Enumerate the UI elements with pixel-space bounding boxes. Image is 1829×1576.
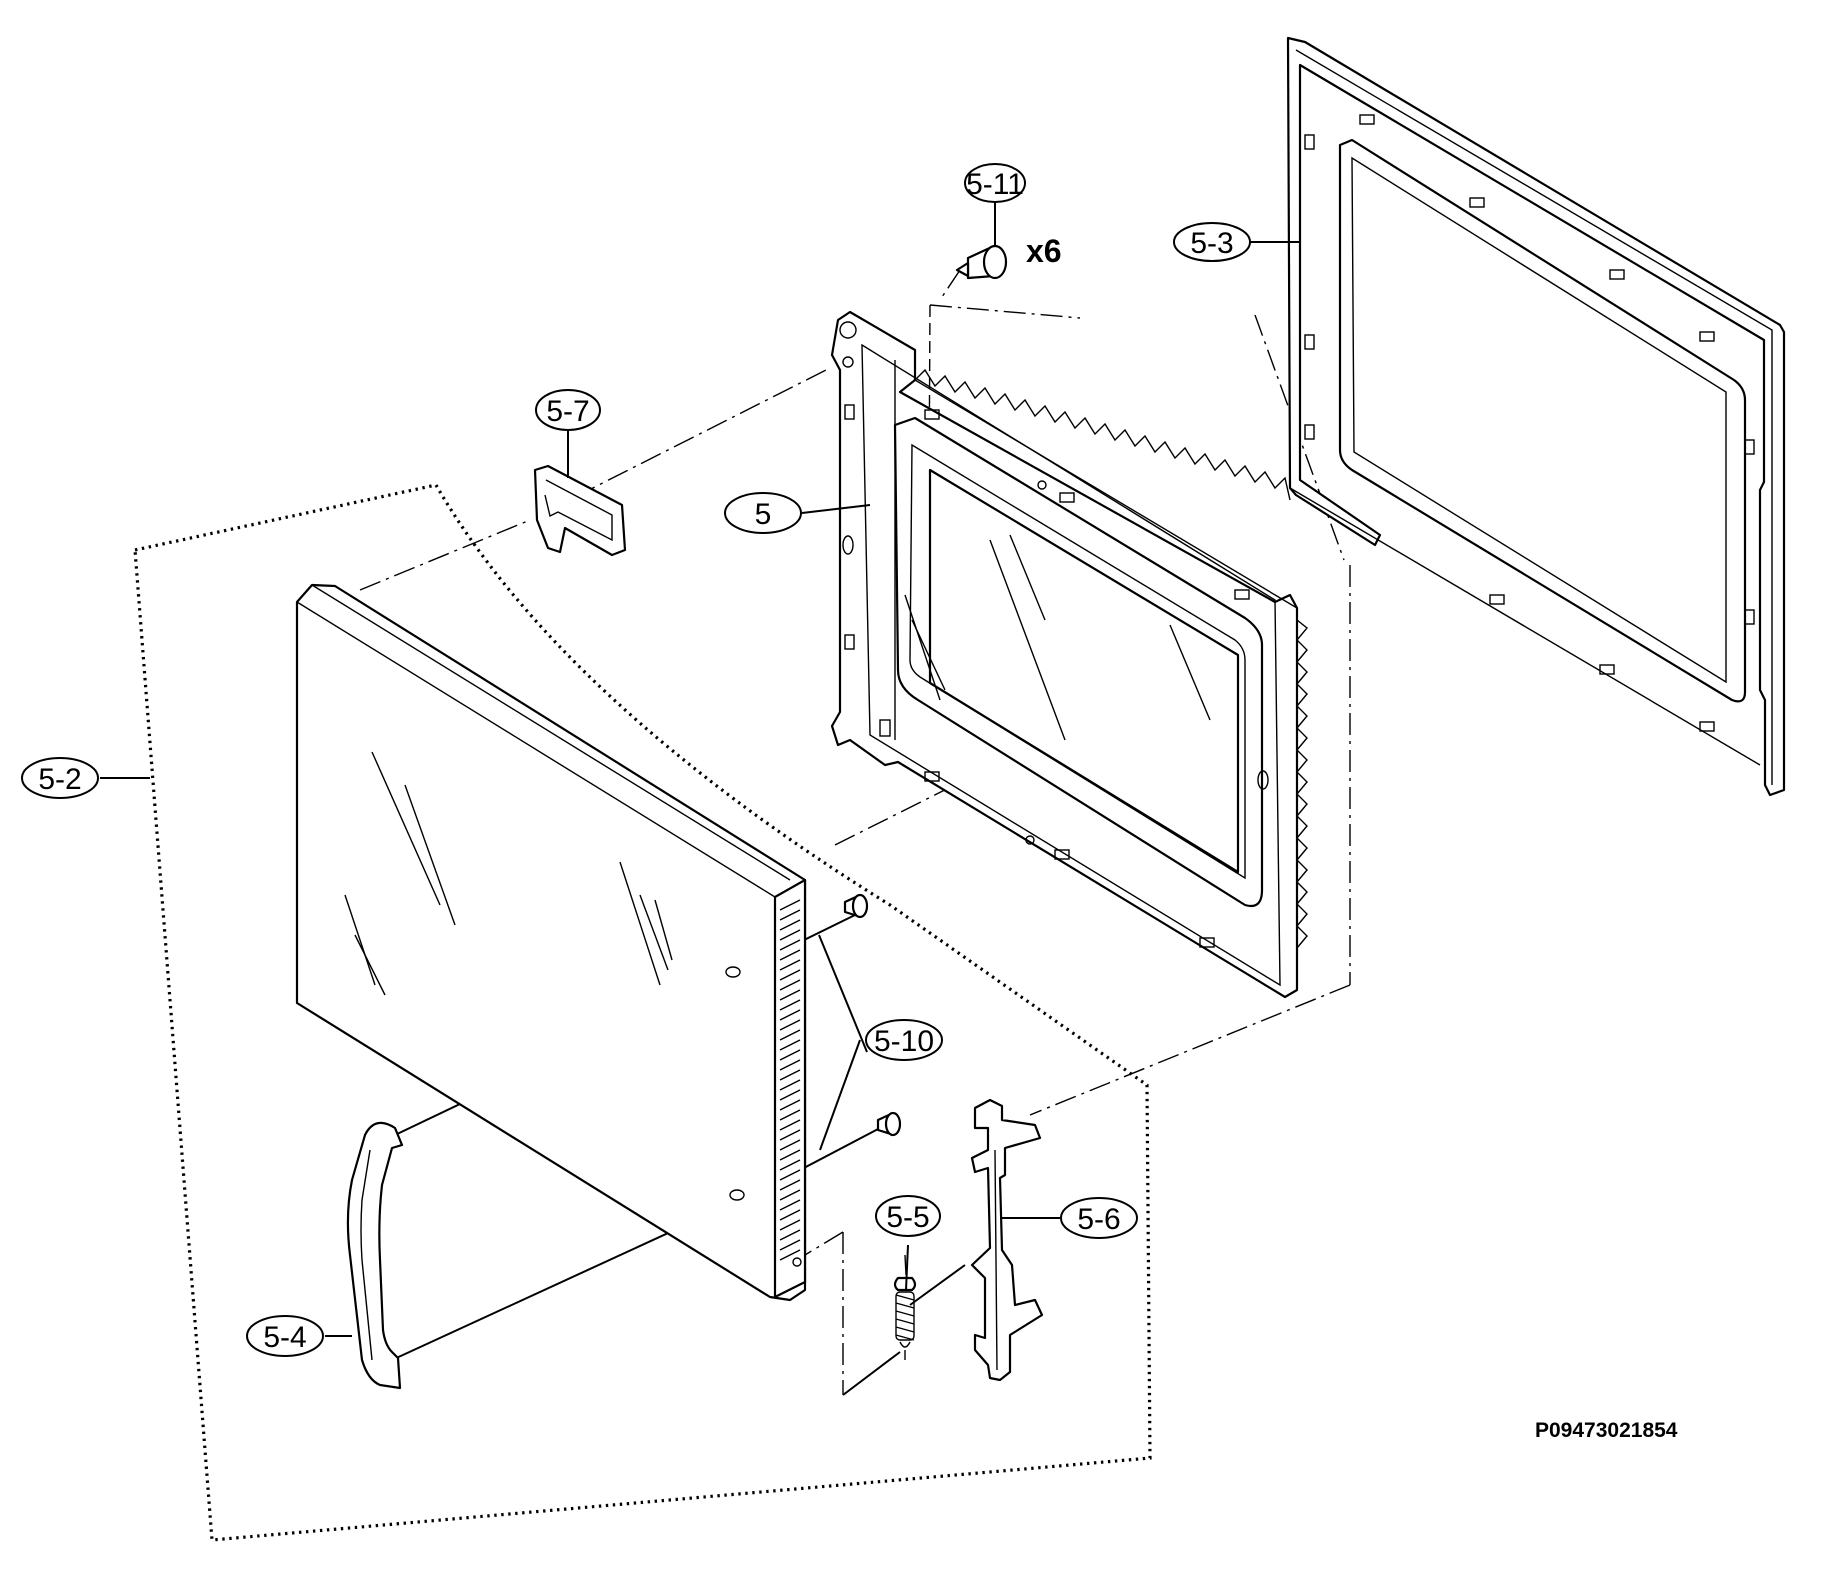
svg-text:5-2: 5-2 — [38, 763, 81, 796]
callout-5-5: 5-5 — [875, 1195, 941, 1237]
part-5-4-handle — [346, 1121, 404, 1390]
svg-text:5-4: 5-4 — [263, 1321, 306, 1354]
part-5-2-door-panel — [295, 583, 807, 1302]
callout-5-11: 5-11 — [964, 163, 1026, 203]
assembly-boundary-5-2 — [133, 483, 1152, 1542]
part-5-7-choke-cover — [533, 464, 627, 557]
svg-text:5-3: 5-3 — [1190, 227, 1233, 260]
svg-text:5: 5 — [755, 498, 772, 531]
part-5-door-frame — [830, 310, 1308, 999]
part-5-10-screws — [843, 893, 902, 1137]
callout-5-3: 5-3 — [1173, 222, 1251, 262]
svg-text:5-7: 5-7 — [546, 395, 589, 428]
part-5-6-latch-hook — [970, 1098, 1044, 1382]
part-5-11-screw — [955, 244, 1008, 280]
callout-5: 5 — [724, 492, 802, 534]
svg-text:5-10: 5-10 — [874, 1025, 934, 1058]
leader-lines — [100, 200, 1300, 1337]
drawing-code: P09473021854 — [1535, 1419, 1678, 1442]
svg-text:5-11: 5-11 — [966, 168, 1024, 201]
svg-text:5-6: 5-6 — [1077, 1203, 1120, 1236]
part-5-3-choke-frame — [1286, 36, 1786, 797]
callout-5-2: 5-2 — [21, 757, 99, 799]
part-5-5-spring — [893, 1254, 917, 1360]
callout-5-4: 5-4 — [246, 1315, 324, 1357]
callout-5-7: 5-7 — [535, 389, 601, 431]
svg-text:5-5: 5-5 — [886, 1201, 929, 1234]
quantity-label: x6 — [1026, 233, 1062, 269]
callout-5-10: 5-10 — [865, 1019, 943, 1061]
callout-5-6: 5-6 — [1060, 1197, 1138, 1239]
